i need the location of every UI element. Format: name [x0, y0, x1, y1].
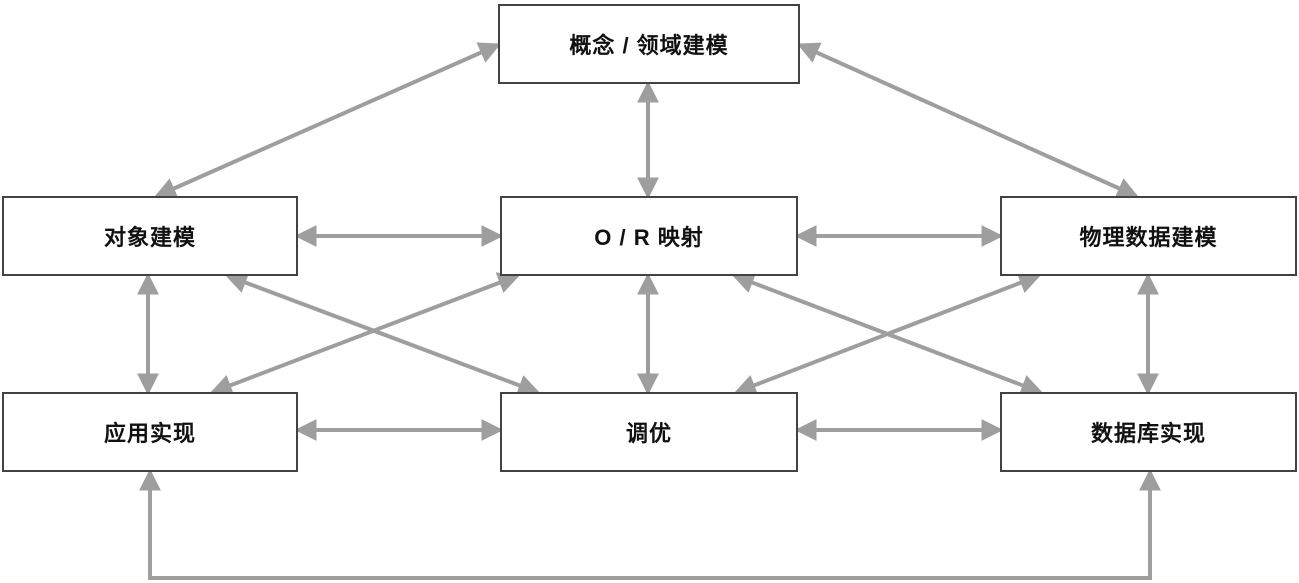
node-label-concept-domain-modeling: 概念 / 领域建模	[569, 33, 729, 58]
node-app-implementation: 应用实现	[2, 392, 298, 472]
edge-app-implementation-to-db-implementation	[139, 468, 1161, 580]
node-db-implementation: 数据库实现	[1000, 392, 1297, 472]
edges-group	[137, 42, 1161, 580]
node-concept-domain-modeling: 概念 / 领域建模	[498, 4, 800, 84]
edge-concept-domain-modeling-to-object-modeling	[153, 42, 502, 199]
edge-or-mapping-to-app-implementation	[209, 272, 521, 396]
node-label-physical-data-modeling: 物理数据建模	[1079, 225, 1218, 250]
edge-physical-data-modeling-to-tuning	[733, 272, 1042, 396]
node-object-modeling: 对象建模	[2, 196, 298, 276]
node-physical-data-modeling: 物理数据建模	[1000, 196, 1297, 276]
node-label-or-mapping: O / R 映射	[594, 225, 704, 250]
node-label-tuning: 调优	[625, 421, 672, 446]
node-label-object-modeling: 对象建模	[103, 225, 196, 250]
node-or-mapping: O / R 映射	[500, 196, 798, 276]
edge-concept-domain-modeling-to-physical-data-modeling	[796, 42, 1140, 199]
node-tuning: 调优	[500, 392, 798, 472]
node-label-app-implementation: 应用实现	[103, 421, 196, 446]
node-label-db-implementation: 数据库实现	[1090, 421, 1206, 446]
